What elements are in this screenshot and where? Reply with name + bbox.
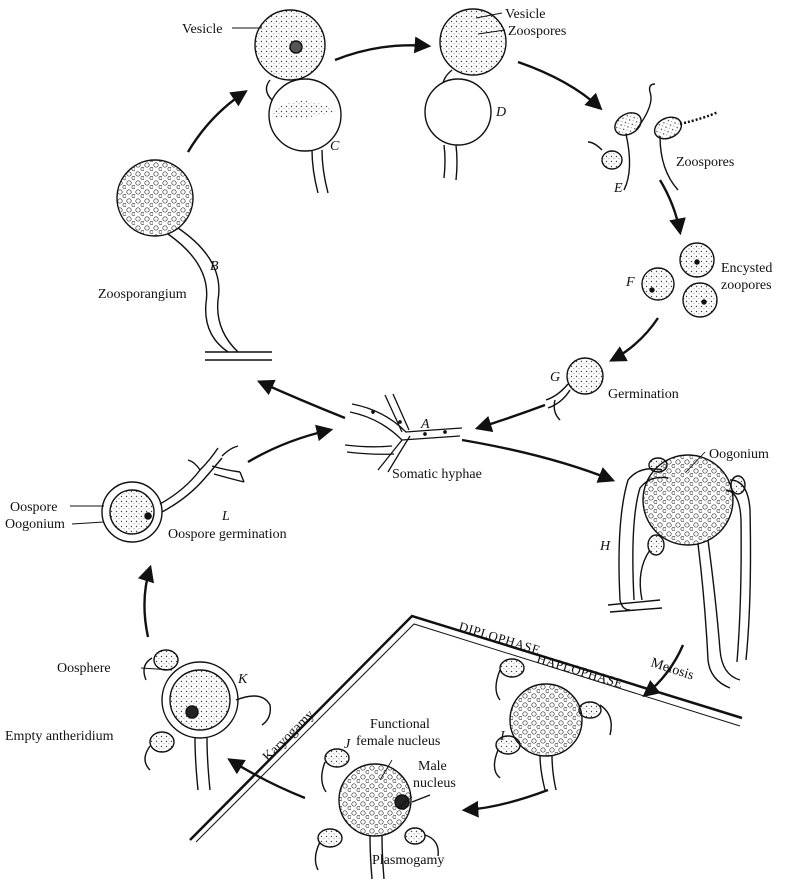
label-germination: Germination bbox=[608, 387, 679, 402]
arrow-B-to-C bbox=[188, 92, 245, 152]
stage-F-encysted bbox=[642, 243, 717, 317]
letter-B: B bbox=[210, 259, 219, 274]
arrow-G-to-A bbox=[478, 405, 545, 428]
label-oospore-germination: Oospore germination bbox=[168, 527, 287, 542]
label-functional-1: Functional bbox=[370, 717, 430, 732]
label-male-1: Male bbox=[418, 759, 447, 774]
label-somatic-hyphae: Somatic hyphae bbox=[392, 467, 482, 482]
letter-K: K bbox=[237, 672, 248, 687]
arrow-A-to-H bbox=[462, 440, 612, 480]
label-encysted-1: Encysted bbox=[721, 261, 772, 276]
label-empty-antheridium: Empty antheridium bbox=[5, 729, 114, 744]
letter-G: G bbox=[550, 370, 560, 385]
arrow-F-to-G bbox=[612, 318, 658, 360]
letter-D: D bbox=[495, 105, 506, 120]
letter-C: C bbox=[330, 139, 340, 154]
arrow-L-to-A bbox=[248, 430, 330, 462]
letter-A: A bbox=[420, 417, 430, 432]
stage-C-vesicle bbox=[255, 10, 341, 193]
label-oogonium-l: Oogonium bbox=[5, 517, 65, 532]
phase-boundary bbox=[190, 616, 742, 842]
stage-B-zoosporangium bbox=[117, 160, 272, 360]
letter-L: L bbox=[221, 509, 230, 524]
arrow-K-to-L bbox=[144, 568, 150, 637]
arrow-J-to-K bbox=[230, 760, 305, 798]
label-vesicle-d: Vesicle bbox=[505, 7, 545, 22]
label-diplophase: DIPLOPHASE bbox=[457, 619, 542, 658]
stage-E-zoospores bbox=[588, 84, 718, 190]
stage-G-germination bbox=[546, 358, 603, 420]
arrow-D-to-E bbox=[518, 62, 600, 108]
stage-K-oosphere bbox=[144, 650, 270, 790]
label-vesicle-c: Vesicle bbox=[182, 22, 222, 37]
label-male-2: nucleus bbox=[413, 776, 456, 791]
label-encysted-2: zoopores bbox=[721, 278, 772, 293]
letter-H: H bbox=[599, 539, 611, 554]
arrow-I-to-J bbox=[465, 790, 548, 810]
arrow-C-to-D bbox=[335, 45, 428, 60]
label-zoosporangium: Zoosporangium bbox=[98, 287, 187, 302]
label-zoospores-e: Zoospores bbox=[676, 155, 734, 170]
letter-E: E bbox=[613, 181, 623, 196]
label-functional-2: female nucleus bbox=[356, 734, 440, 749]
label-meiosis: Meiosis bbox=[649, 656, 696, 684]
arrow-A-to-B bbox=[260, 382, 345, 418]
label-oosphere: Oosphere bbox=[57, 661, 111, 676]
letter-J: J bbox=[344, 737, 351, 752]
label-oogonium-h: Oogonium bbox=[709, 447, 769, 462]
stage-A-hyphae bbox=[345, 394, 462, 472]
label-zoospores-d: Zoospores bbox=[508, 24, 566, 39]
stage-D-vesicle-zoospores bbox=[425, 9, 506, 180]
label-plasmogamy: Plasmogamy bbox=[372, 853, 444, 868]
label-oospore: Oospore bbox=[10, 500, 57, 515]
letter-F: F bbox=[625, 275, 635, 290]
